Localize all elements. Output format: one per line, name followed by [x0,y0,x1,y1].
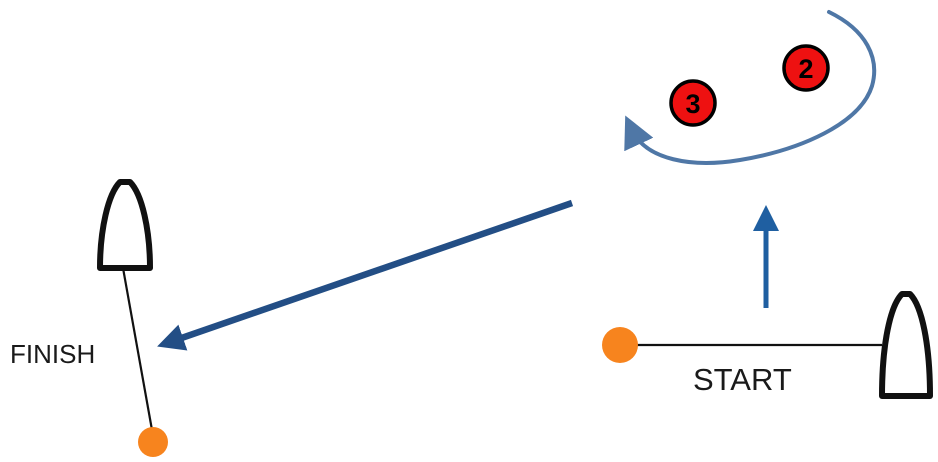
finish-label: FINISH [10,339,95,369]
loop-arrow-around-marks [624,10,877,165]
finish-boat-icon [97,179,153,271]
finish-pin-buoy-icon [138,427,168,457]
mark-2-icon: 2 [782,44,830,92]
route-arrow-to-finish [157,199,574,351]
start-label: START [693,362,792,397]
finish-line [121,267,154,431]
start-pin-buoy-icon [602,327,638,363]
mark-3-icon: 3 [669,79,717,127]
mark-2-number: 2 [798,54,813,84]
mark-3-number: 3 [685,89,700,119]
start-boat-icon [879,291,933,399]
